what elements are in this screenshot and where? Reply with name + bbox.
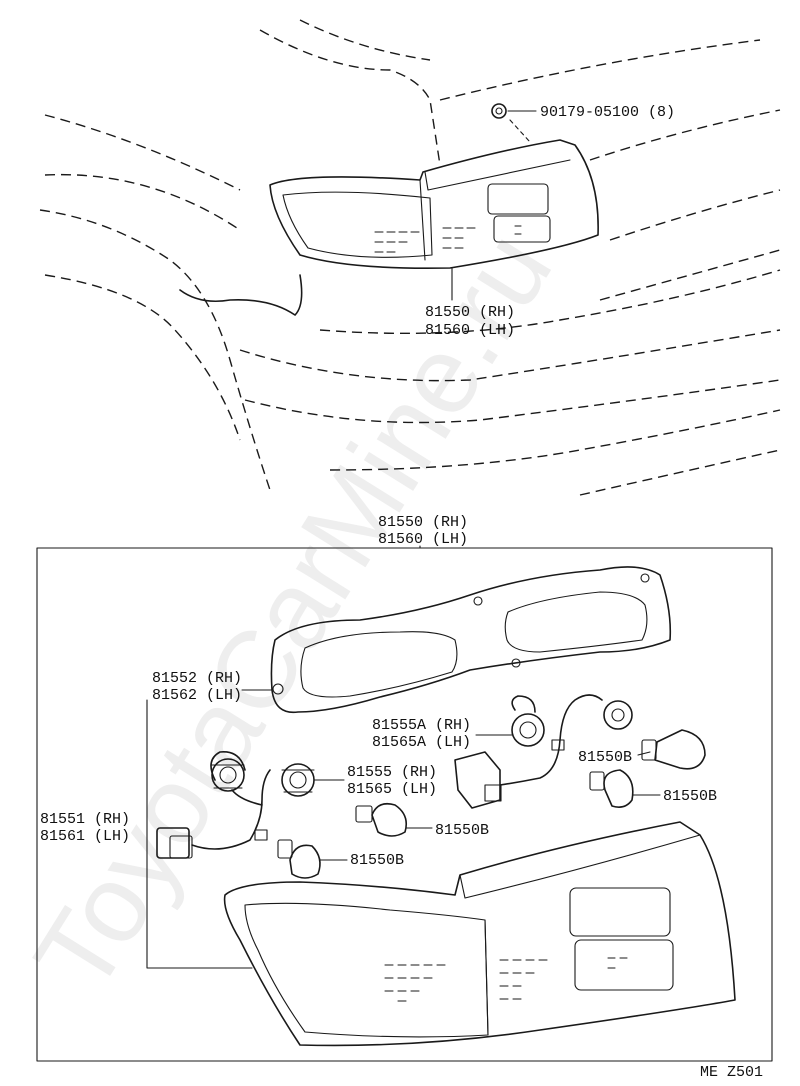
bulb-label-1: 81550B bbox=[578, 749, 632, 766]
socket-a-label-rh: 81555A (RH) bbox=[372, 717, 471, 734]
right-wiring-harness bbox=[454, 694, 603, 809]
nut-icon bbox=[491, 103, 537, 143]
socket-a-icon-left bbox=[511, 713, 545, 747]
bulb-icon-1 bbox=[641, 729, 706, 770]
harness-label-lh: 81561 (LH) bbox=[40, 828, 130, 845]
gasket-outline bbox=[270, 566, 672, 714]
lamp-assy-label-rh: 81550 (RH) bbox=[425, 304, 515, 321]
bulb-leader-1 bbox=[637, 751, 651, 756]
exploded-assy-label-rh: 81550 (RH) bbox=[378, 514, 468, 531]
socket-a-label-lh: 81565A (LH) bbox=[372, 734, 471, 751]
gasket-label-rh: 81552 (RH) bbox=[152, 670, 242, 687]
harness-bracket-line bbox=[146, 699, 253, 969]
nut-label: 90179-05100 (8) bbox=[540, 104, 675, 121]
exploded-view-frame bbox=[36, 547, 773, 1062]
lamp-assy-label-lh: 81560 (LH) bbox=[425, 322, 515, 339]
left-wiring-harness bbox=[156, 751, 271, 859]
bulb-icon-3 bbox=[355, 802, 408, 837]
exploded-assy-label-lh: 81560 (LH) bbox=[378, 531, 468, 548]
bulb-icon-4 bbox=[277, 839, 321, 879]
tail-lamp-assembly bbox=[223, 821, 736, 1047]
gasket-label-lh: 81562 (LH) bbox=[152, 687, 242, 704]
vehicle-body-outline bbox=[39, 19, 781, 496]
tail-lamp-top-view bbox=[269, 139, 599, 301]
lens-grid-mark bbox=[374, 225, 522, 253]
bulb-label-4: 81550B bbox=[350, 852, 404, 869]
bulb-icon-2 bbox=[589, 769, 634, 808]
bulb-label-3: 81550B bbox=[435, 822, 489, 839]
harness-label-rh: 81551 (RH) bbox=[40, 811, 130, 828]
bulb-label-2: 81550B bbox=[663, 788, 717, 805]
socket-icon-left bbox=[211, 758, 245, 792]
diagram-code: ME Z501 bbox=[700, 1064, 763, 1081]
socket-a-icon-right bbox=[603, 700, 633, 730]
socket-icon-right bbox=[281, 763, 315, 797]
socket-label-lh: 81565 (LH) bbox=[347, 781, 437, 798]
socket-label-rh: 81555 (RH) bbox=[347, 764, 437, 781]
